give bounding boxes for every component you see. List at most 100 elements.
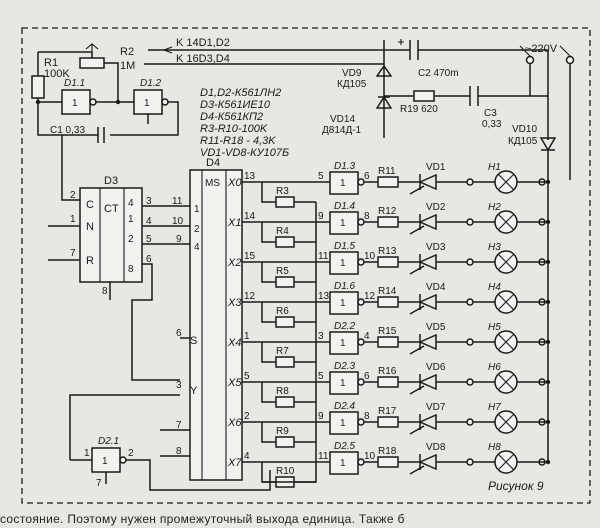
series-resistor-label: R18 <box>378 446 397 457</box>
pin-d4-11: 11 <box>172 196 183 207</box>
series-resistor <box>377 376 399 388</box>
gate-out-pin: 10 <box>364 251 376 262</box>
gate-d1-2-symbol: 1 <box>144 98 150 109</box>
channel-x-label: X7 <box>227 457 242 469</box>
thyristor-label: VD7 <box>426 402 446 413</box>
gate-d2-1 <box>69 394 271 491</box>
channel-pin-label: 13 <box>244 171 256 182</box>
gate-out-pin: 12 <box>364 291 376 302</box>
label-mains: ~220V <box>525 43 558 55</box>
gate-out-pin: 6 <box>364 171 370 182</box>
pulldown-label: R8 <box>276 386 289 397</box>
pulldown-label: R10 <box>276 466 295 477</box>
gate-symbol: 1 <box>340 258 346 269</box>
series-resistor <box>377 296 399 308</box>
channel-pin-label: 4 <box>244 451 250 462</box>
label-k2: K 16D3,D4 <box>176 53 230 65</box>
label-r1: R1 <box>44 57 58 69</box>
label-c3: C3 <box>484 108 497 119</box>
lamp-label: H3 <box>488 242 501 253</box>
thyristor-label: VD4 <box>426 282 446 293</box>
series-resistor-label: R14 <box>378 286 397 297</box>
gate-d2-1-symbol: 1 <box>102 456 108 467</box>
legend-line: D4-К561КП2 <box>200 111 263 123</box>
gate-in-pin: 11 <box>318 251 329 262</box>
pin-d3-3: 3 <box>146 196 152 207</box>
thyristor-label: VD6 <box>426 362 446 373</box>
pulldown-resistor <box>275 436 295 448</box>
gate-in-pin: 9 <box>318 411 324 422</box>
pulldown-resistor <box>275 396 295 408</box>
label-vd10: VD10 <box>512 124 537 135</box>
label-d1-2: D1.2 <box>140 78 162 89</box>
gate-label: D2.3 <box>334 361 356 372</box>
lamp-label: H7 <box>488 402 501 413</box>
series-resistor-label: R11 <box>378 166 396 177</box>
gate-in-pin: 13 <box>318 291 330 302</box>
pin-d4-6: 6 <box>176 328 182 339</box>
pulldown-label: R3 <box>276 186 289 197</box>
pulldown-label: R7 <box>276 346 289 357</box>
channel-pin-label: 15 <box>244 251 256 262</box>
series-resistor-label: R15 <box>378 326 397 337</box>
pin-d4-in4: 4 <box>194 242 200 253</box>
gate-in-pin: 5 <box>318 371 324 382</box>
pin-d4-8: 8 <box>176 446 182 457</box>
pulldown-resistor <box>275 236 295 248</box>
label-r19: R19 620 <box>400 104 438 115</box>
label-vd14-type: Д814Д-1 <box>322 125 362 136</box>
pulldown-resistor <box>275 316 295 328</box>
label-r2: R2 <box>120 46 134 58</box>
label-n-pin: N <box>86 221 94 233</box>
pin-d2-1-1: 1 <box>84 448 90 459</box>
r2-resistor <box>79 57 105 69</box>
label-vd9: VD9 <box>342 68 362 79</box>
page-bottom-text: состояние. Поэтому нужен промежуточный в… <box>0 512 405 526</box>
channel-pin-label: 14 <box>244 211 256 222</box>
series-resistor <box>377 216 399 228</box>
gate-label: D2.2 <box>334 321 356 332</box>
pin-d2-1-2: 2 <box>128 448 134 459</box>
label-vd14: VD14 <box>330 114 355 125</box>
label-d2-1: D2.1 <box>98 436 119 447</box>
series-resistor <box>377 336 399 348</box>
label-d3: D3 <box>104 175 118 187</box>
gate-label: D1.3 <box>334 161 356 172</box>
channel-x-label: X6 <box>227 417 242 429</box>
label-c1: C1 0,33 <box>50 125 85 136</box>
power-supply-block <box>144 39 575 462</box>
label-d4: D4 <box>206 157 220 169</box>
figure-caption: Рисунок 9 <box>488 479 544 493</box>
pulldown-resistor <box>275 196 295 208</box>
label-d1-1: D1.1 <box>64 78 85 89</box>
channel-pin-label: 12 <box>244 291 256 302</box>
pulldown-resistor <box>275 356 295 368</box>
thyristor-label: VD1 <box>426 162 446 173</box>
gate-out-pin: 8 <box>364 211 370 222</box>
series-resistor-label: R13 <box>378 246 397 257</box>
component-legend: D1,D2-К561ЛН2D3-К561ИЕ10D4-К561КП2R3-R10… <box>200 87 289 159</box>
thyristor-label: VD8 <box>426 442 446 453</box>
label-y-pin: Y <box>190 385 198 397</box>
pin-d3-5: 5 <box>146 234 152 245</box>
label-vd10-type: КД105 <box>508 136 538 147</box>
pin-d3-2: 2 <box>70 190 76 201</box>
label-ct: CT <box>104 203 119 215</box>
pin-d3-2b: 2 <box>128 234 134 245</box>
gate-symbol: 1 <box>340 178 346 189</box>
enclosure-border <box>21 27 591 504</box>
pulldown-label: R4 <box>276 226 289 237</box>
gate-in-pin: 5 <box>318 171 324 182</box>
gate-symbol: 1 <box>340 458 346 469</box>
pin-d4-10: 10 <box>172 216 184 227</box>
series-resistor <box>377 456 399 468</box>
thyristor-label: VD2 <box>426 202 446 213</box>
series-resistor <box>377 176 399 188</box>
pin-d4-in1: 1 <box>194 204 200 215</box>
r1-resistor <box>31 75 45 99</box>
